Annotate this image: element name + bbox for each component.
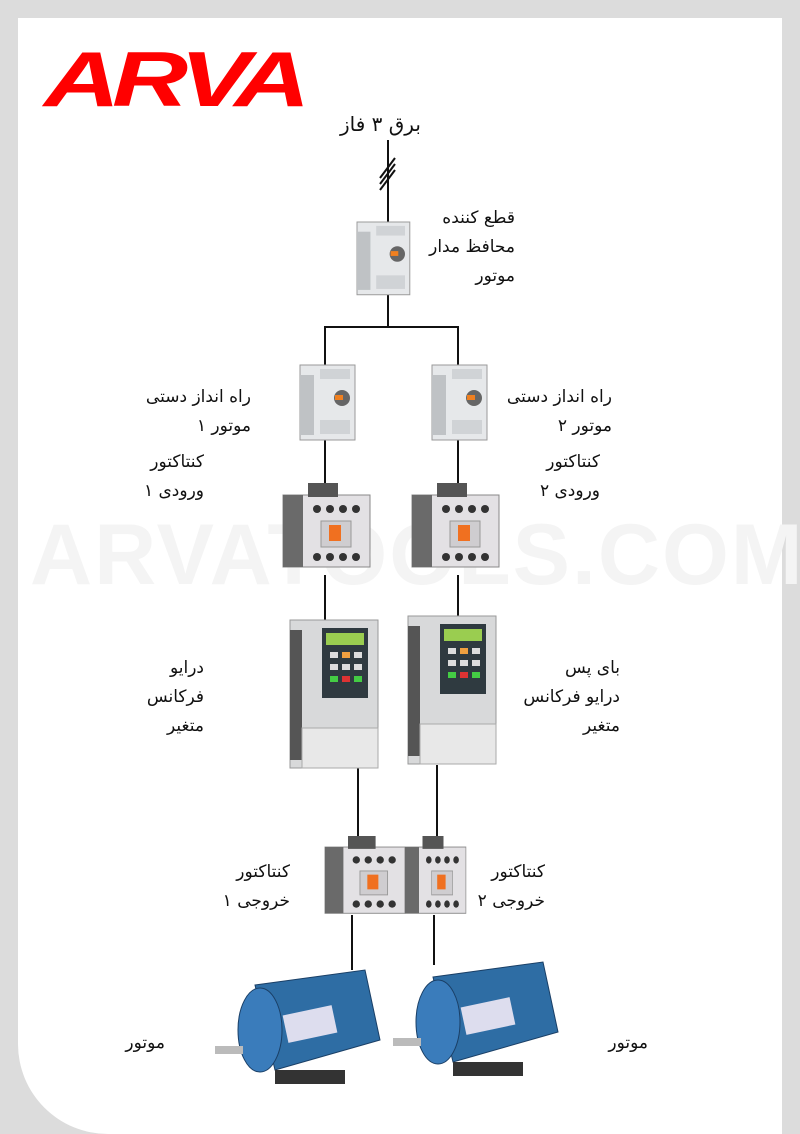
starter-2-label: راه انداز دستی موتور ۲ bbox=[507, 383, 612, 441]
label-line: کنتاکتور bbox=[491, 862, 545, 882]
arva-logo: ARVA bbox=[44, 35, 310, 123]
motor-protection-breaker bbox=[356, 221, 411, 296]
input-contactor-1-label: کنتاکتور ورودی ۱ bbox=[144, 448, 204, 506]
label-line: راه انداز دستی bbox=[145, 387, 251, 407]
label-line: ورودی ۱ bbox=[143, 481, 204, 501]
label-line: موتور bbox=[475, 266, 515, 286]
motor-1-label: موتور bbox=[125, 1033, 165, 1053]
page-card bbox=[18, 18, 782, 1134]
label-line: موتور ۱ bbox=[196, 416, 251, 436]
starter-1-label: راه انداز دستی موتور ۱ bbox=[146, 383, 251, 441]
vfd-drive-1 bbox=[289, 619, 379, 769]
label-line: قطع کننده bbox=[442, 208, 515, 228]
drive-2-label: بای پس درایو فرکانس متغیر bbox=[523, 654, 620, 741]
motor-2 bbox=[392, 961, 559, 1077]
label-line: متغیر bbox=[167, 716, 204, 736]
label-line: کنتاکتور bbox=[150, 452, 204, 472]
label-line: درایو bbox=[169, 658, 204, 678]
label-line: موتور ۲ bbox=[557, 416, 612, 436]
label-line: خروجی ۱ bbox=[222, 891, 290, 911]
motor-1 bbox=[214, 969, 381, 1085]
output-contactor-2-label: کنتاکتور خروجی ۲ bbox=[478, 858, 545, 916]
label-line: درایو فرکانس bbox=[523, 687, 620, 707]
output-contactor-1-label: کنتاکتور خروجی ۱ bbox=[223, 858, 290, 916]
breaker-label: قطع کننده محافظ مدار موتور bbox=[429, 204, 515, 291]
vfd-drive-bypass bbox=[407, 615, 497, 765]
label-line: خروجی ۲ bbox=[477, 891, 545, 911]
input-contactor-2-label: کنتاکتور ورودی ۲ bbox=[540, 448, 600, 506]
output-contactor-1 bbox=[324, 835, 406, 914]
label-line: محافظ مدار bbox=[429, 237, 515, 257]
label-line: راه انداز دستی bbox=[506, 387, 612, 407]
label-line: ورودی ۲ bbox=[539, 481, 600, 501]
motor-2-label: موتور bbox=[608, 1033, 648, 1053]
title-3-phase: برق ۳ فاز bbox=[340, 112, 421, 136]
label-line: کنتاکتور bbox=[236, 862, 290, 882]
output-contactor-2 bbox=[404, 835, 467, 914]
label-line: فرکانس bbox=[146, 687, 204, 707]
manual-starter-1 bbox=[299, 364, 356, 441]
label-line: متغیر bbox=[583, 716, 620, 736]
label-line: کنتاکتور bbox=[546, 452, 600, 472]
label-line: بای پس bbox=[564, 658, 620, 678]
input-contactor-1 bbox=[282, 482, 371, 568]
drive-1-label: درایو فرکانس متغیر bbox=[147, 654, 204, 741]
manual-starter-2 bbox=[431, 364, 488, 441]
input-contactor-2 bbox=[411, 482, 500, 568]
